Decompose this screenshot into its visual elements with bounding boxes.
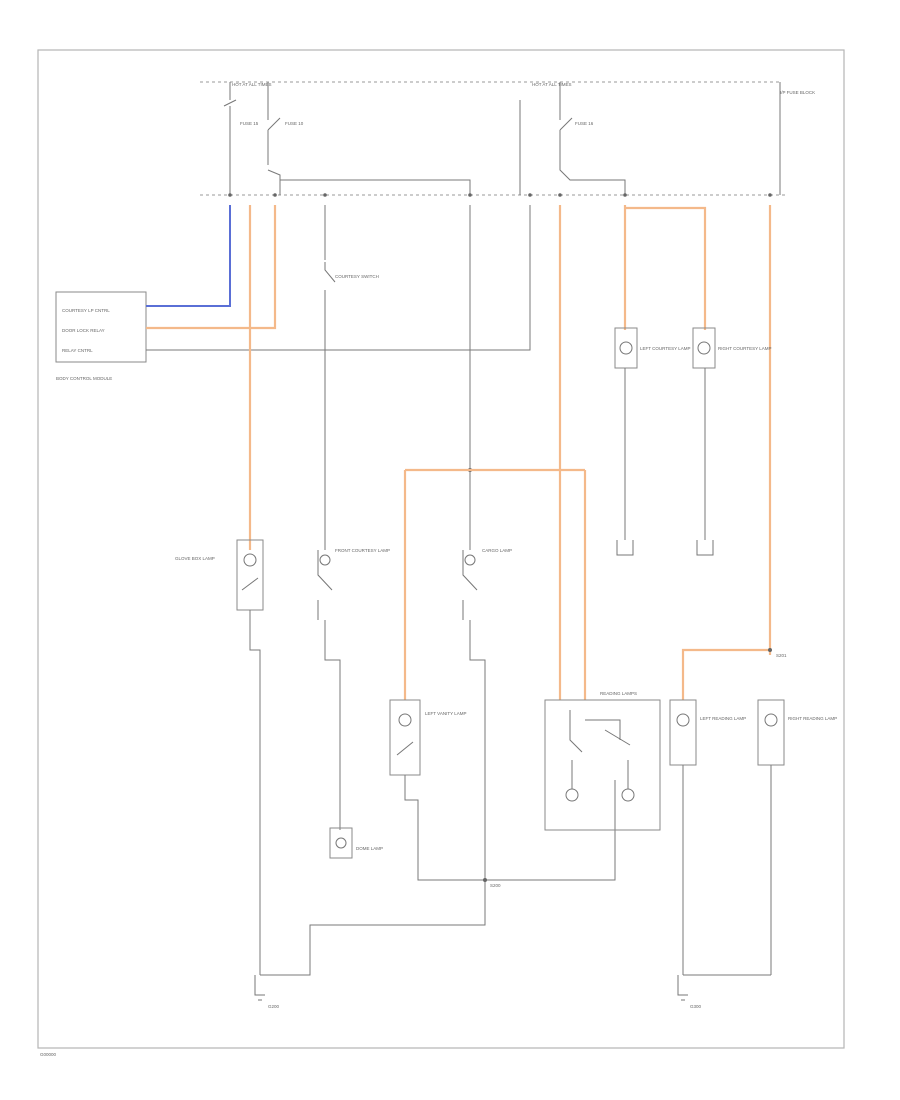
label-right-courtesy: RIGHT COURTESY LAMP [718, 346, 772, 351]
module-name: BODY CONTROL MODULE [56, 376, 112, 381]
label-courtesy-switch: COURTESY SWITCH [335, 274, 379, 279]
dome-lamp-bulb [335, 837, 347, 849]
label-fuse-l2: FUSE 10 [285, 121, 304, 126]
wire-325-down [324, 620, 341, 830]
orange-wire-module [146, 205, 277, 330]
label-ground-right: G300 [690, 1004, 702, 1009]
label-reading-lamps: READING LAMPS [600, 691, 637, 696]
label-splice-center: S200 [490, 883, 501, 888]
fuse-left-2 [267, 82, 281, 131]
right-reading-lamp-bulb [764, 713, 778, 727]
cargo-lamp-switch [462, 550, 478, 620]
module-line-3: RELAY CNTRL [62, 348, 93, 353]
label-left-reading: LEFT READING LAMP [700, 716, 746, 721]
module-line-2: DOOR LOCK RELAY [62, 328, 105, 333]
label-cargo: CARGO LAMP [482, 548, 512, 553]
blue-wire [146, 205, 231, 307]
label-fuse-l1: FUSE 15 [240, 121, 259, 126]
front-courtesy-bulb [319, 554, 331, 566]
ground-625 [616, 540, 634, 556]
orange-wire-625 [623, 205, 707, 330]
left-courtesy-bulb [619, 341, 633, 355]
left-courtesy-lamp-box [614, 327, 638, 369]
fuse-right-2 [559, 82, 626, 195]
label-left-courtesy: LEFT COURTESY LAMP [640, 346, 691, 351]
label-splice-right: S201 [776, 653, 787, 658]
label-hot-right: HOT AT ALL TIMES [532, 82, 572, 87]
label-dome: DOME LAMP [356, 846, 383, 851]
wire-405-down [404, 775, 616, 881]
reading-lamps-module [544, 699, 661, 831]
wire-470-down [469, 620, 486, 885]
right-courtesy-bulb [697, 341, 711, 355]
label-fuse-block: I/P FUSE BLOCK [780, 90, 815, 95]
label-right-reading: RIGHT READING LAMP [788, 716, 837, 721]
orange-wire-770 [681, 205, 772, 700]
glove-box-bulb [243, 553, 257, 567]
fuse-left-3-wire [280, 179, 471, 195]
ground-left [254, 975, 265, 1001]
right-reading-bulb [621, 788, 635, 802]
relay-control-wire [146, 205, 531, 351]
fuse-left-2-wire [267, 130, 281, 195]
left-vanity-switch [396, 741, 414, 756]
dome-lamp-box [329, 827, 353, 859]
left-reading-lamp-bulb [676, 713, 690, 727]
module-line-1: COURTESY LP CNTRL [62, 308, 110, 313]
ground-705 [696, 540, 714, 556]
diagram-frame [37, 49, 845, 1049]
label-ground-left: G200 [268, 1004, 280, 1009]
left-reading-bulb [565, 788, 579, 802]
label-hot-left: HOT AT ALL TIMES [232, 82, 272, 87]
left-reading-lamp-box [669, 699, 697, 766]
footer-code: G00000 [40, 1052, 57, 1057]
right-courtesy-lamp-box [692, 327, 716, 369]
left-vanity-bulb [398, 713, 412, 727]
fuse-left-1 [223, 82, 237, 195]
wire-bottom-left [260, 885, 486, 976]
cargo-lamp-bulb [464, 554, 476, 566]
left-vanity-box [389, 699, 421, 776]
label-left-vanity: LEFT VANITY LAMP [425, 711, 467, 716]
courtesy-switch-top [324, 262, 336, 550]
reading-switch-1 [569, 710, 631, 753]
right-reading-lamp-box [757, 699, 785, 766]
label-fuse-r1: FUSE 16 [575, 121, 594, 126]
wire-250-down [249, 610, 261, 975]
glove-box-lamp-box [236, 539, 264, 611]
orange-wire-center [403, 468, 587, 700]
glove-box-switch [241, 577, 259, 591]
ground-right [677, 975, 688, 1001]
label-front-courtesy: FRONT COURTESY LAMP [335, 548, 390, 553]
label-glove-box: GLOVE BOX LAMP [175, 556, 215, 561]
front-courtesy-switch [317, 550, 333, 620]
